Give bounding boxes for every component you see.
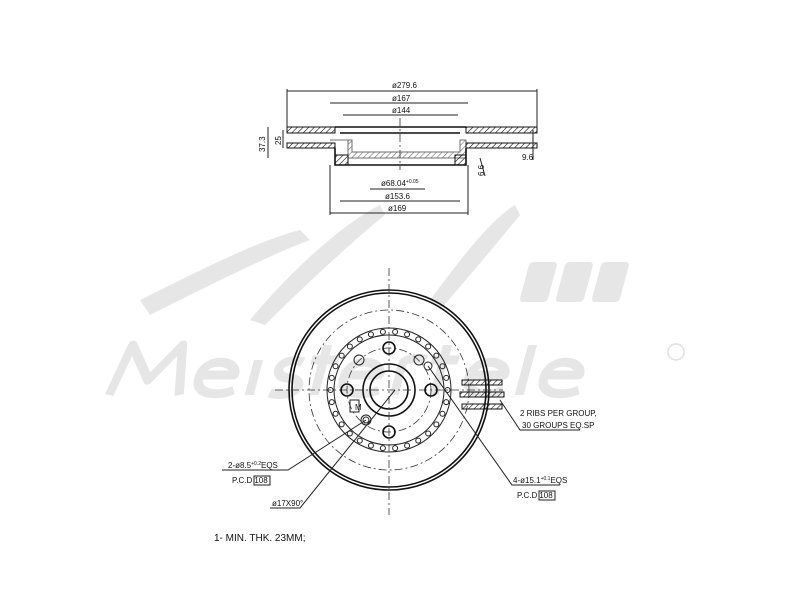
vent-mark — [338, 421, 345, 428]
vent-mark — [338, 352, 345, 359]
vent-mark — [328, 399, 335, 406]
min-thickness-note: 1- MIN. THK. 23MM; — [214, 533, 306, 544]
vent-mark — [433, 421, 440, 428]
vent-mark — [332, 363, 339, 370]
vent-mark — [392, 445, 399, 452]
vent-mark — [367, 331, 374, 338]
vent-mark — [433, 352, 440, 359]
vent-mark — [379, 445, 386, 452]
vent-mark — [443, 399, 450, 406]
vent-mark — [415, 437, 422, 444]
bolt-holes-callout: 4-ø15.1+0.1EQS — [513, 476, 567, 485]
dim-outer-diameter: ø279.6 — [392, 81, 417, 90]
vent-mark — [425, 430, 432, 437]
watermark-logo — [104, 205, 685, 399]
vent-mark — [415, 336, 422, 343]
dim-disc-thickness: 25 — [274, 136, 283, 145]
vent-mark — [439, 410, 446, 417]
vent-mark — [404, 442, 411, 449]
vent-mark — [404, 331, 411, 338]
dim-167: ø167 — [392, 94, 411, 103]
dim-total-height: 37.3 — [258, 136, 267, 152]
dim-144: ø144 — [392, 106, 411, 115]
dim-offset: 9.6 — [522, 153, 534, 162]
pcd-left-box — [253, 475, 271, 486]
pcd-right-box — [538, 490, 556, 501]
ribs-callout-2: 30 GROUPS EQ.SP — [522, 421, 594, 430]
vent-mark — [356, 437, 363, 444]
section-view — [267, 89, 538, 215]
chamfer-callout: ø17X90° — [272, 499, 303, 508]
vent-mark — [367, 442, 374, 449]
front-view — [222, 268, 580, 515]
vent-mark — [346, 343, 353, 350]
mark-letter: M — [355, 403, 362, 412]
vent-mark — [346, 430, 353, 437]
vent-mark — [439, 363, 446, 370]
vent-mark — [443, 374, 450, 381]
dim-center-bore: ø68.04+0.05 — [381, 179, 419, 188]
vent-mark — [425, 343, 432, 350]
dim-169: ø169 — [388, 204, 407, 213]
vent-mark — [328, 374, 335, 381]
vent-mark — [379, 328, 386, 335]
vent-mark — [356, 336, 363, 343]
small-holes-callout: 2-ø8.5+0.2EQS — [228, 461, 278, 470]
vent-mark — [332, 410, 339, 417]
ribs-callout-1: 2 RIBS PER GROUP, — [520, 409, 597, 418]
dim-153: ø153.6 — [385, 192, 410, 201]
vent-mark — [327, 387, 334, 393]
dim-hat-thickness: 6.6 — [477, 164, 486, 176]
mark-box — [349, 399, 360, 413]
vent-mark — [392, 328, 399, 335]
